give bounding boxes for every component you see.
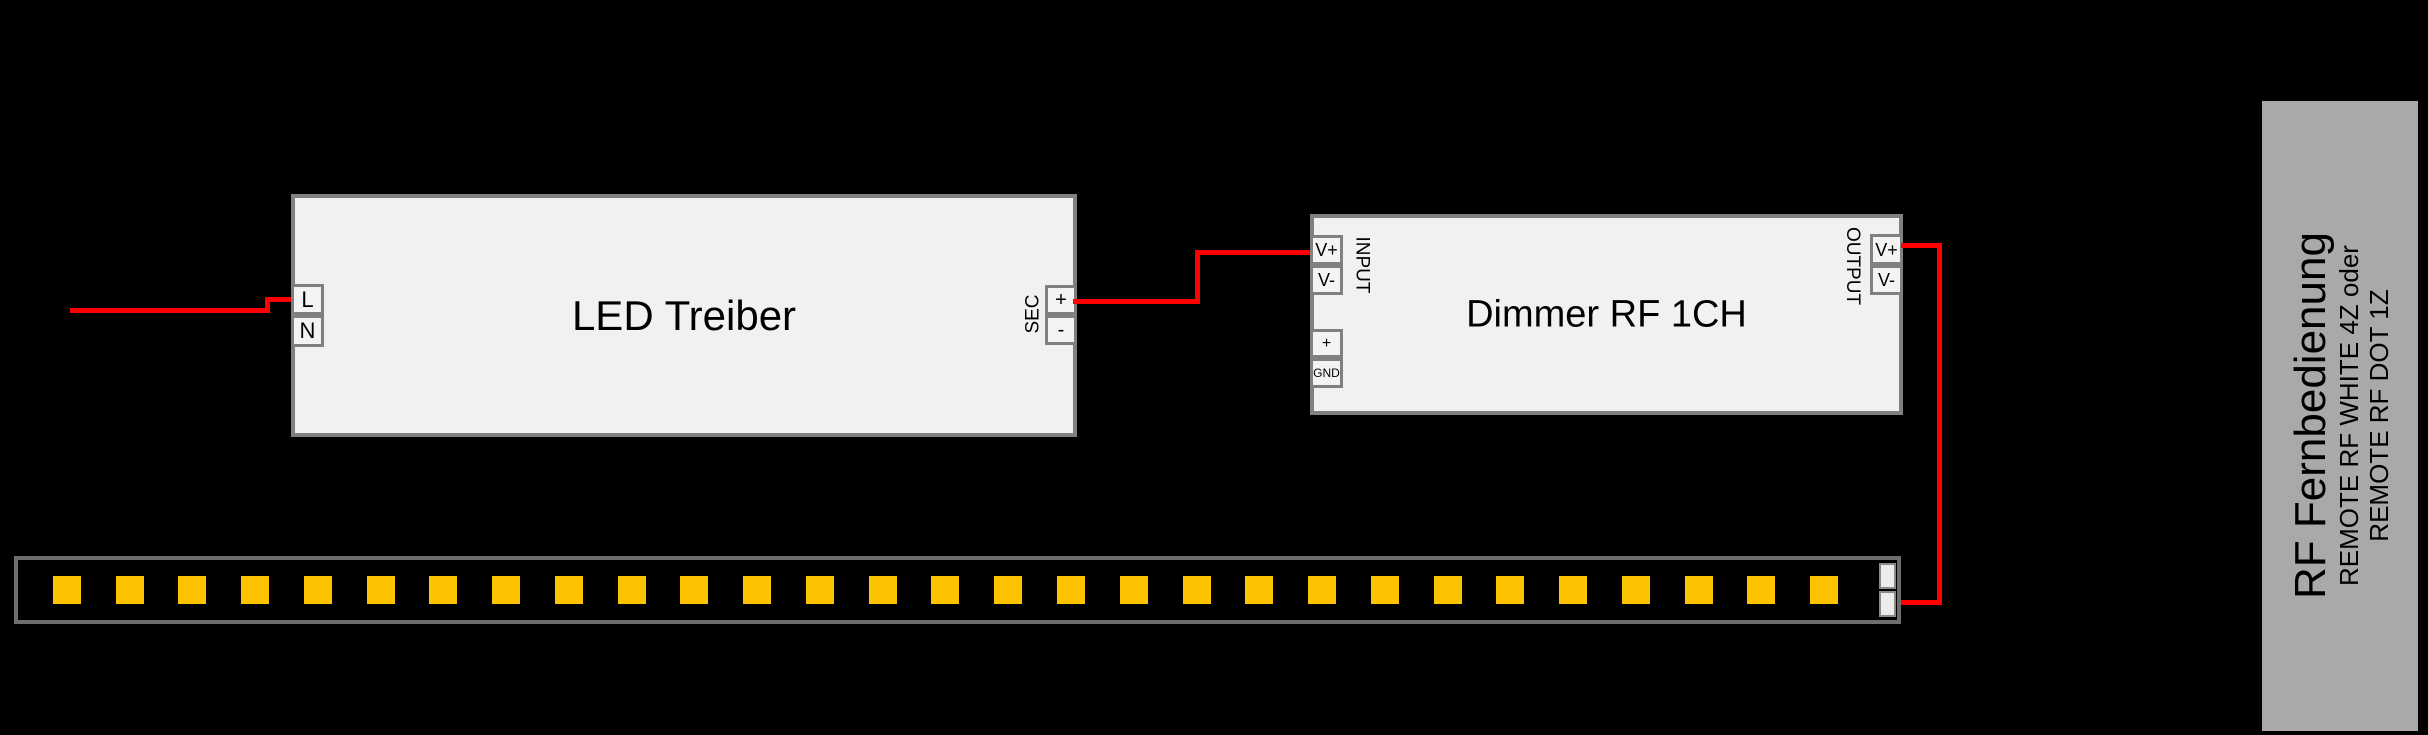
terminal-aux-gnd: GND <box>1310 358 1343 388</box>
led-chip <box>931 576 960 604</box>
led-chip <box>1684 576 1713 604</box>
wire-to-input-vplus <box>1195 250 1314 255</box>
led-chip <box>52 576 81 604</box>
led-chip <box>241 576 270 604</box>
strip-pad-top <box>1879 563 1896 589</box>
led-chip <box>492 576 521 604</box>
remote-title: RF Fernbedienung <box>2285 232 2335 600</box>
led-chip <box>1182 576 1211 604</box>
wire-mains-to-l-terminal <box>265 297 293 302</box>
led-chip <box>1747 576 1776 604</box>
wire-sec-out <box>1073 299 1200 304</box>
led-chip <box>1621 576 1650 604</box>
terminal-output-vminus: V- <box>1870 265 1903 295</box>
terminal-sec-plus: + <box>1045 285 1077 315</box>
led-chip <box>1245 576 1274 604</box>
led-chip <box>617 576 646 604</box>
sec-label: SEC <box>1023 294 1045 334</box>
led-chip <box>554 576 583 604</box>
led-chip <box>1433 576 1462 604</box>
strip-pad-bottom <box>1879 591 1896 617</box>
led-driver-box: LED Treiber L N SEC + - <box>291 194 1077 437</box>
terminal-sec-minus: - <box>1045 315 1077 345</box>
wire-output-vplus <box>1901 243 1942 248</box>
led-row <box>18 560 1873 620</box>
led-chip <box>1810 576 1839 604</box>
led-chip <box>994 576 1023 604</box>
terminal-output-vplus: V+ <box>1870 234 1903 265</box>
led-chip <box>1119 576 1148 604</box>
output-label: OUTPUT <box>1842 226 1864 306</box>
led-chip <box>366 576 395 604</box>
led-chip <box>1057 576 1086 604</box>
remote-text: RF Fernbedienung REMOTE RF WHITE 4Z oder… <box>2285 233 2394 600</box>
led-chip <box>178 576 207 604</box>
dimmer-title: Dimmer RF 1CH <box>1466 293 1747 335</box>
remote-subtitle-1: REMOTE RF WHITE 4Z oder <box>2333 245 2364 587</box>
input-label: INPUT <box>1351 236 1372 294</box>
led-chip <box>429 576 458 604</box>
led-chip <box>868 576 897 604</box>
remote-box: RF Fernbedienung REMOTE RF WHITE 4Z oder… <box>2262 101 2418 731</box>
terminal-n: N <box>291 315 324 347</box>
strip-connector <box>1879 563 1896 617</box>
led-strip <box>14 556 1901 624</box>
wire-mains-riser <box>265 298 270 313</box>
wire-output-drop <box>1937 243 1942 605</box>
output-label-wrap: OUTPUT <box>1841 226 1864 306</box>
led-chip <box>743 576 772 604</box>
terminal-input-vminus: V- <box>1310 265 1343 295</box>
led-driver-title: LED Treiber <box>571 291 797 339</box>
led-chip <box>1496 576 1525 604</box>
sec-label-wrap: SEC <box>1023 282 1045 346</box>
wire-sec-riser <box>1195 250 1200 304</box>
terminal-l: L <box>291 284 324 315</box>
led-chip <box>1308 576 1337 604</box>
led-chip <box>1370 576 1399 604</box>
led-chip <box>303 576 332 604</box>
led-chip <box>680 576 709 604</box>
dimmer-box: Dimmer RF 1CH V+ V- INPUT + GND OUTPUT V… <box>1310 214 1903 415</box>
led-chip <box>1559 576 1588 604</box>
wire-mains-horizontal <box>70 308 270 313</box>
terminal-aux-plus: + <box>1310 329 1343 358</box>
wire-to-strip-pad <box>1901 600 1942 605</box>
terminal-input-vplus: V+ <box>1310 235 1343 265</box>
led-chip <box>115 576 144 604</box>
input-label-wrap: INPUT <box>1350 232 1372 298</box>
led-chip <box>805 576 834 604</box>
remote-subtitle-2: REMOTE RF DOT 1Z <box>2363 289 2394 543</box>
